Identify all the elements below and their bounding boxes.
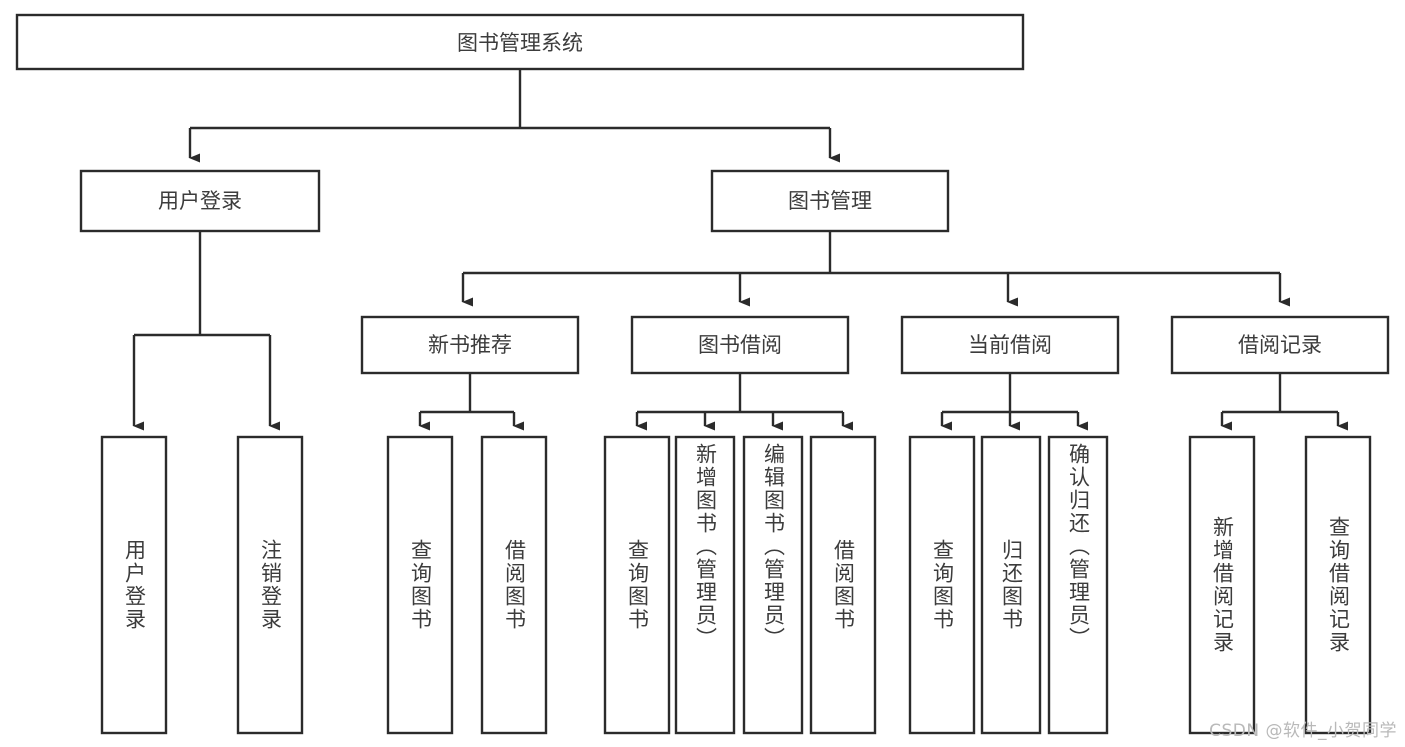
leaf-label-wrap-query-borrow-record: 查询借阅记录 — [1306, 437, 1370, 733]
root-label: 图书管理系统 — [457, 31, 583, 55]
node-root[interactable]: 图书管理系统 — [15, 13, 1025, 71]
leaf-label-return-book: 归还图书 — [999, 539, 1024, 631]
leaf-box-add-borrow-record[interactable] — [1188, 435, 1256, 735]
leaf-label-wrap-borrow-book-new: 借阅图书 — [482, 437, 546, 733]
node-book-manage[interactable]: 图书管理 — [710, 169, 950, 233]
leaf-label-add-book-admin: 新增图书（管理员） — [693, 443, 718, 650]
book-borrow-label: 图书借阅 — [698, 333, 782, 357]
leaf-label-wrap-return-book: 归还图书 — [982, 437, 1040, 733]
new-book-box — [360, 315, 580, 375]
leaf-box-query-book-borrow[interactable] — [603, 435, 671, 735]
leaf-box-return-book[interactable] — [980, 435, 1042, 735]
leaf-label-wrap-add-book-admin: 新增图书（管理员） — [676, 437, 734, 733]
user-login-label: 用户登录 — [158, 189, 242, 213]
borrow-record-label: 借阅记录 — [1238, 333, 1322, 357]
leaf-label-confirm-return-admin: 确认归还（管理员） — [1066, 443, 1091, 650]
leaf-box-user-login[interactable] — [100, 435, 168, 735]
leaf-label-wrap-query-book-borrow: 查询图书 — [605, 437, 669, 733]
leaf-label-borrow-book: 借阅图书 — [831, 539, 856, 631]
current-borrow-label: 当前借阅 — [968, 333, 1052, 357]
leaf-label-user-login: 用户登录 — [122, 539, 147, 631]
leaf-label-wrap-logout: 注销登录 — [238, 437, 302, 733]
leaf-label-wrap-confirm-return-admin: 确认归还（管理员） — [1049, 437, 1107, 733]
leaf-label-wrap-query-book-new: 查询图书 — [388, 437, 452, 733]
leaf-box-query-borrow-record[interactable] — [1304, 435, 1372, 735]
new-book-label: 新书推荐 — [428, 333, 512, 357]
leaf-label-query-book-current: 查询图书 — [930, 539, 955, 631]
leaf-label-borrow-book-new: 借阅图书 — [502, 539, 527, 631]
leaf-label-wrap-query-book-current: 查询图书 — [910, 437, 974, 733]
node-new-book[interactable]: 新书推荐 — [360, 315, 580, 375]
leaf-label-wrap-add-borrow-record: 新增借阅记录 — [1190, 437, 1254, 733]
leaf-label-edit-book-admin: 编辑图书（管理员） — [761, 443, 786, 650]
leaf-box-borrow-book-new[interactable] — [480, 435, 548, 735]
leaf-box-logout[interactable] — [236, 435, 304, 735]
leaf-box-query-book-current[interactable] — [908, 435, 976, 735]
current-borrow-box — [900, 315, 1120, 375]
leaf-box-add-book-admin[interactable] — [674, 435, 736, 735]
book-borrow-box — [630, 315, 850, 375]
node-current-borrow[interactable]: 当前借阅 — [900, 315, 1120, 375]
book-manage-label: 图书管理 — [788, 189, 872, 213]
leaf-box-query-book-new[interactable] — [386, 435, 454, 735]
leaf-label-query-borrow-record: 查询借阅记录 — [1326, 516, 1351, 654]
leaf-box-borrow-book[interactable] — [809, 435, 877, 735]
leaf-label-wrap-edit-book-admin: 编辑图书（管理员） — [744, 437, 802, 733]
node-borrow-record[interactable]: 借阅记录 — [1170, 315, 1390, 375]
leaf-label-query-book-new: 查询图书 — [408, 539, 433, 631]
leaf-label-wrap-borrow-book: 借阅图书 — [811, 437, 875, 733]
root-box — [15, 13, 1025, 71]
node-book-borrow[interactable]: 图书借阅 — [630, 315, 850, 375]
leaf-label-logout: 注销登录 — [258, 539, 283, 631]
node-user-login[interactable]: 用户登录 — [79, 169, 321, 233]
leaf-box-confirm-return-admin[interactable] — [1047, 435, 1109, 735]
csdn-watermark: CSDN @软件_小贺同学 — [1209, 721, 1397, 741]
leaf-box-edit-book-admin[interactable] — [742, 435, 804, 735]
user-login-box — [79, 169, 321, 233]
leaf-label-query-book-borrow: 查询图书 — [625, 539, 650, 631]
leaf-label-wrap-user-login: 用户登录 — [102, 437, 166, 733]
borrow-record-box — [1170, 315, 1390, 375]
leaf-label-add-borrow-record: 新增借阅记录 — [1210, 516, 1235, 654]
